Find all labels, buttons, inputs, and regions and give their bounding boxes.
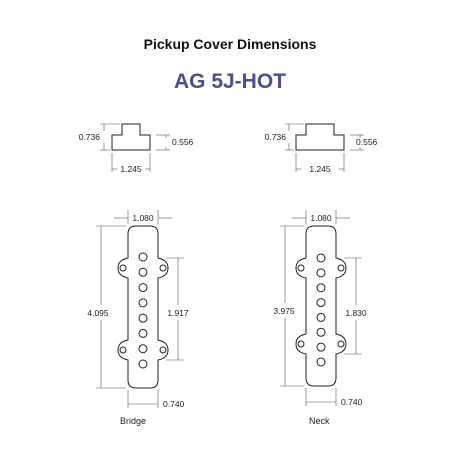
neck-pole-1 <box>316 253 326 263</box>
page-title: Pickup Cover Dimensions <box>143 36 317 52</box>
bridge-pickup-view: 1.080 4.095 1.917 0.740 Bridge <box>87 210 189 426</box>
bridge-pole-span: 1.917 <box>167 308 189 318</box>
neck-width: 1.080 <box>310 213 332 223</box>
neck-pole-4 <box>316 298 326 308</box>
bridge-pole-6 <box>138 328 148 338</box>
bridge-pole-8 <box>138 359 148 369</box>
side-view-left: 0.736 0.556 1.245 <box>79 123 194 174</box>
bridge-pole-5 <box>138 313 148 323</box>
neck-pole-span: 1.830 <box>345 308 367 318</box>
neck-length: 3.975 <box>273 306 295 316</box>
bridge-pole-4 <box>138 298 148 308</box>
side-right-width: 1.245 <box>309 164 331 174</box>
model-title: AG 5J-HOT <box>173 70 286 93</box>
bridge-pole-2 <box>138 267 148 277</box>
neck-pole-3 <box>316 283 326 293</box>
side-right-height-inner: 0.556 <box>356 137 378 147</box>
neck-pickup-view: 1.080 3.975 1.830 0.740 Neck <box>273 210 367 426</box>
neck-pole-7 <box>316 342 326 352</box>
side-view-right: 0.736 0.556 1.245 <box>265 123 378 174</box>
bridge-width: 1.080 <box>132 213 154 223</box>
bridge-pole-1 <box>138 252 148 262</box>
bridge-offset: 0.740 <box>163 399 185 409</box>
side-left-height-outer: 0.736 <box>79 132 101 142</box>
neck-pole-5 <box>316 312 326 322</box>
neck-pole-8 <box>316 357 326 367</box>
side-left-height-inner: 0.556 <box>172 137 194 147</box>
neck-pole-6 <box>316 327 326 337</box>
side-right-height-outer: 0.736 <box>265 132 287 142</box>
neck-pole-2 <box>316 268 326 278</box>
bridge-pole-7 <box>138 344 148 354</box>
bridge-label: Bridge <box>120 416 146 426</box>
neck-label: Neck <box>309 416 330 426</box>
bridge-pole-3 <box>138 283 148 293</box>
bridge-length: 4.095 <box>87 308 109 318</box>
side-left-width: 1.245 <box>120 164 142 174</box>
neck-offset: 0.740 <box>341 397 363 407</box>
